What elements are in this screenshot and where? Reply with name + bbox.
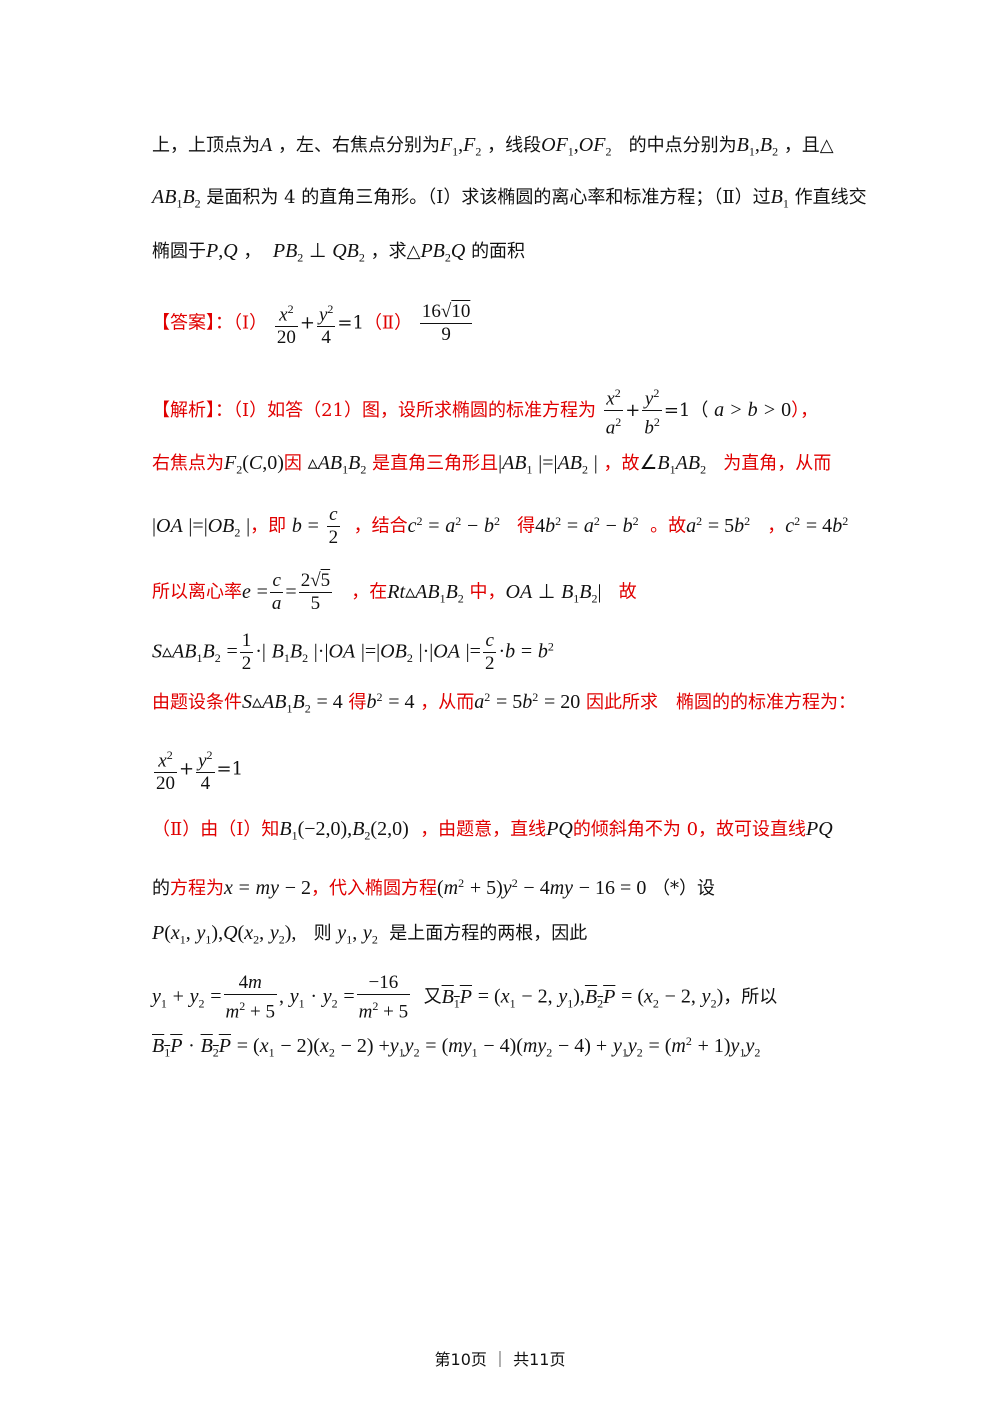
text: 故	[618, 581, 637, 603]
text: ，即	[250, 515, 287, 537]
text: 则	[313, 923, 332, 944]
text: ，在	[351, 581, 388, 603]
text: ，所以	[723, 986, 778, 1008]
problem-line-1: 上，上顶点为A ，左、右焦点分别为F1,F2 ，线段OF1,OF2 的中点分别为…	[152, 134, 834, 159]
text: 为直角，从而	[723, 453, 832, 474]
text: 的中点分别为	[628, 135, 737, 156]
problem-line-3: 椭圆于P,Q ， PB2 ⊥ QB2 ，求△PB2Q 的面积	[152, 240, 526, 265]
text: ，故	[603, 453, 640, 474]
problem-line-2: AB1B2 是面积为 4 的直角三角形。（Ⅰ）求该椭圆的离心率和标准方程；（Ⅱ）…	[152, 186, 867, 211]
text: 椭圆于	[152, 241, 206, 262]
answer-label: 【答案】	[152, 312, 215, 334]
text: ，左、右焦点分别为	[277, 135, 440, 156]
text: 由题设条件	[152, 692, 242, 713]
text: 的倾斜角不为 0，故可设直线	[572, 819, 807, 840]
text: 因此所求 椭圆的的标准方程为：	[585, 692, 856, 713]
text: ，从而	[420, 692, 475, 713]
text: ，由题意，直线	[420, 819, 547, 840]
text: 所以离心率	[152, 581, 242, 603]
text: ，结合	[353, 515, 408, 537]
text: ：（Ⅰ）	[215, 312, 268, 334]
text: 方程为	[170, 878, 224, 899]
page-footer: 第10页 ｜ 共11页	[434, 1350, 566, 1369]
text: ，求△	[370, 241, 421, 262]
solution-line-8: （Ⅱ）由（Ⅰ）知B1(−2,0),B2(2,0) ，由题意，直线PQ的倾斜角不为…	[152, 818, 833, 843]
text: 的	[152, 878, 170, 899]
text: =1（	[663, 399, 709, 421]
text: （*）设	[652, 878, 716, 899]
text: 得	[517, 515, 536, 537]
text: =1	[216, 758, 244, 780]
text: 是面积为 4 的直角三角形。（Ⅰ）求该椭圆的离心率和标准方程；（Ⅱ）过	[206, 187, 771, 208]
text: （Ⅱ）	[363, 312, 413, 334]
text: 右焦点为	[152, 453, 224, 474]
text: 得	[348, 692, 367, 713]
solution-line-12: B1P · B2P = (x1 − 2)(x2 − 2) +y1y2 = (my…	[152, 1034, 761, 1060]
text: ：（Ⅰ）如答（21）图，设所求椭圆的标准方程为	[215, 399, 597, 421]
solution-line-2: 右焦点为F2(C,0)因 ▵AB1B2 是直角三角形且|AB1 |=|AB2 |…	[152, 452, 832, 477]
text: 因	[283, 453, 302, 474]
text: 上，上顶点为	[152, 135, 260, 156]
text: ），	[791, 399, 819, 421]
solution-line-10: P(x1, y1),Q(x2, y2), 则 y1, y2 是上面方程的两根，因…	[152, 922, 588, 947]
text: （Ⅱ）由（Ⅰ）知	[152, 819, 280, 840]
text: 是上面方程的两根，因此	[389, 923, 588, 944]
text: 的面积	[471, 241, 526, 262]
text: 。故	[650, 515, 687, 537]
text: ，且△	[783, 135, 834, 156]
text: =1	[337, 312, 364, 334]
text: 又	[423, 986, 442, 1008]
text: ，	[767, 515, 786, 537]
text: 中，	[469, 581, 506, 603]
text: ，	[243, 241, 262, 262]
text: ，代入椭圆方程	[310, 878, 437, 899]
text: 作直线交	[794, 187, 867, 208]
solution-line-9: 的方程为x = my − 2，代入椭圆方程(m2 + 5)y2 − 4my − …	[152, 876, 716, 899]
solution-line-6: 由题设条件S▵AB1B2 = 4 得b2 = 4 ，从而a2 = 5b2 = 2…	[152, 690, 856, 716]
text: 是直角三角形且	[372, 453, 499, 474]
text: ，线段	[487, 135, 542, 156]
solution-label: 【解析】	[152, 399, 215, 421]
